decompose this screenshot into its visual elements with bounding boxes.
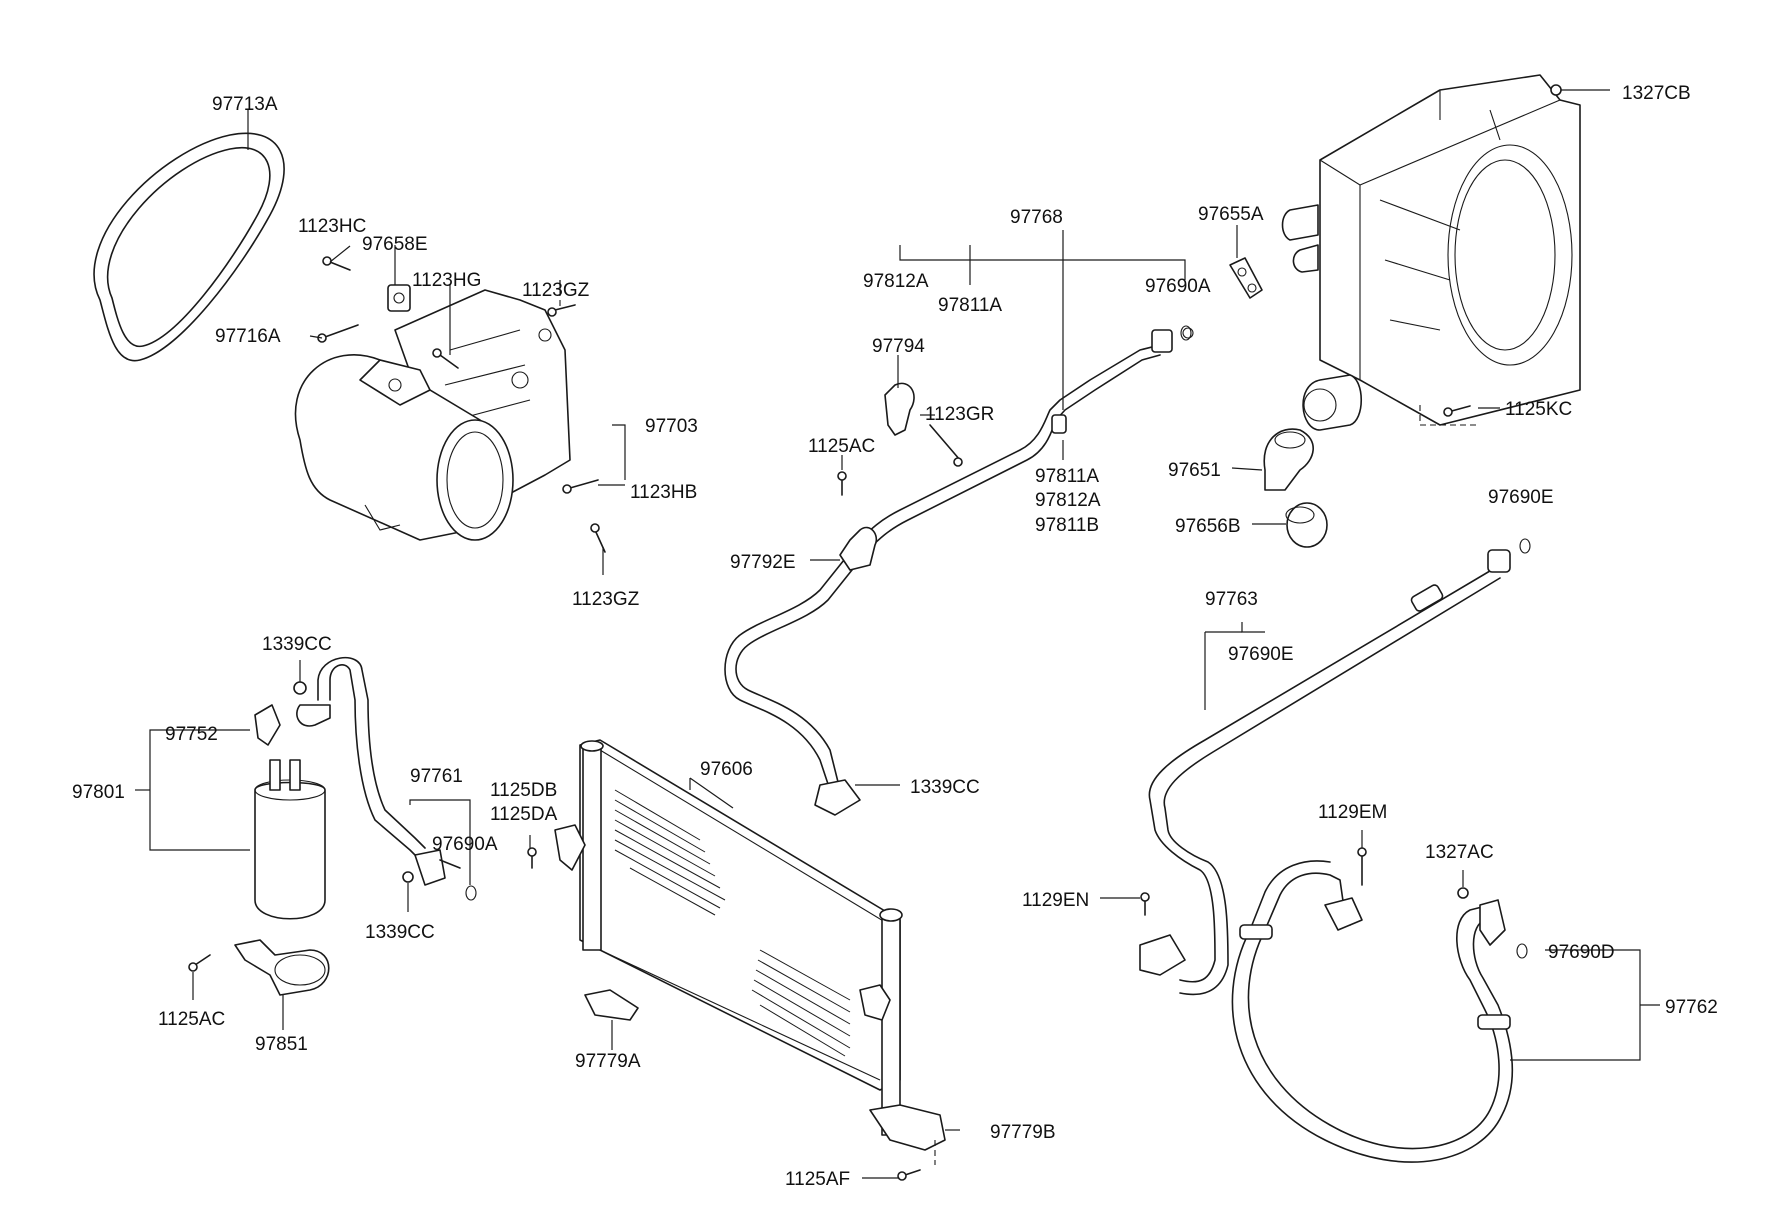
- drive-belt-icon: [93, 132, 285, 362]
- label-97690E-mid: 97690E: [1228, 644, 1294, 665]
- o-ring-icon: [465, 325, 1531, 959]
- label-1125DB: 1125DB: [490, 780, 557, 801]
- label-97713A: 97713A: [212, 94, 278, 115]
- discharge-hose-icon: [1231, 860, 1514, 1163]
- label-97690A-top: 97690A: [1145, 276, 1211, 297]
- label-1327CB: 1327CB: [1622, 83, 1691, 104]
- label-1123GZ-bottom: 1123GZ: [572, 589, 640, 610]
- label-1327AC: 1327AC: [1425, 842, 1494, 863]
- drain-hose-icon: [1263, 428, 1314, 491]
- label-97851: 97851: [255, 1034, 308, 1055]
- label-1339CC-low: 1339CC: [365, 922, 435, 943]
- label-97779A: 97779A: [575, 1051, 641, 1072]
- label-97763: 97763: [1205, 589, 1258, 610]
- label-97812A-a: 97812A: [863, 271, 929, 292]
- receiver-drier-icon: [254, 759, 326, 920]
- label-97690D: 97690D: [1548, 942, 1615, 963]
- label-97655A: 97655A: [1198, 204, 1264, 225]
- label-97801: 97801: [72, 782, 125, 803]
- condenser-icon: [554, 739, 946, 1151]
- suction-pipe-icon: [724, 329, 1173, 816]
- label-1339CC-right: 1339CC: [910, 777, 980, 798]
- label-97690E-top: 97690E: [1488, 487, 1554, 508]
- label-1125DA: 1125DA: [490, 804, 558, 825]
- label-97656B: 97656B: [1175, 516, 1241, 537]
- label-97792E: 97792E: [730, 552, 796, 573]
- label-1123GR: 1123GR: [925, 404, 994, 425]
- label-1123GZ-top: 1123GZ: [522, 280, 590, 301]
- label-97690A-mid: 97690A: [432, 834, 498, 855]
- label-97762: 97762: [1665, 997, 1718, 1018]
- bracket-small-icon: [387, 284, 411, 312]
- label-1125AC-top: 1125AC: [808, 436, 875, 457]
- label-1125AF: 1125AF: [785, 1169, 850, 1190]
- label-1123HG: 1123HG: [412, 270, 481, 291]
- label-1129EM: 1129EM: [1318, 802, 1387, 823]
- liquid-pipe-icon: [1139, 549, 1511, 996]
- label-97811B: 97811B: [1035, 515, 1099, 536]
- pipe-bracket-icon: [837, 471, 878, 571]
- cap-icon: [1285, 502, 1328, 548]
- label-1123HB: 1123HB: [630, 482, 697, 503]
- label-97811A-a: 97811A: [938, 295, 1002, 316]
- hvac-unit-icon: [1281, 74, 1581, 431]
- label-1125AC-low: 1125AC: [158, 1009, 225, 1030]
- label-97716A: 97716A: [215, 326, 281, 347]
- label-1123HC: 1123HC: [298, 216, 366, 237]
- label-97651: 97651: [1168, 460, 1221, 481]
- gasket-icon: [1229, 257, 1263, 299]
- pipe-clamp-icon: [884, 382, 963, 467]
- label-97703: 97703: [645, 416, 698, 437]
- label-97811A-b: 97811A: [1035, 466, 1099, 487]
- label-1125KC: 1125KC: [1505, 399, 1572, 420]
- drier-bracket-icon: [234, 939, 330, 996]
- label-97658E: 97658E: [362, 234, 428, 255]
- compressor-icon: [294, 354, 514, 541]
- label-1129EN: 1129EN: [1022, 890, 1089, 911]
- label-97812A-b: 97812A: [1035, 490, 1101, 511]
- label-97761: 97761: [410, 766, 463, 787]
- label-97794: 97794: [872, 336, 925, 357]
- label-97768: 97768: [1010, 207, 1063, 228]
- label-97752: 97752: [165, 724, 218, 745]
- label-97606: 97606: [700, 759, 753, 780]
- pressure-switch-icon: [254, 704, 281, 746]
- label-1339CC-top: 1339CC: [262, 634, 332, 655]
- label-97779B: 97779B: [990, 1122, 1056, 1143]
- drier-pipe-icon: [296, 656, 461, 886]
- condenser-fins-icon: [614, 789, 851, 1057]
